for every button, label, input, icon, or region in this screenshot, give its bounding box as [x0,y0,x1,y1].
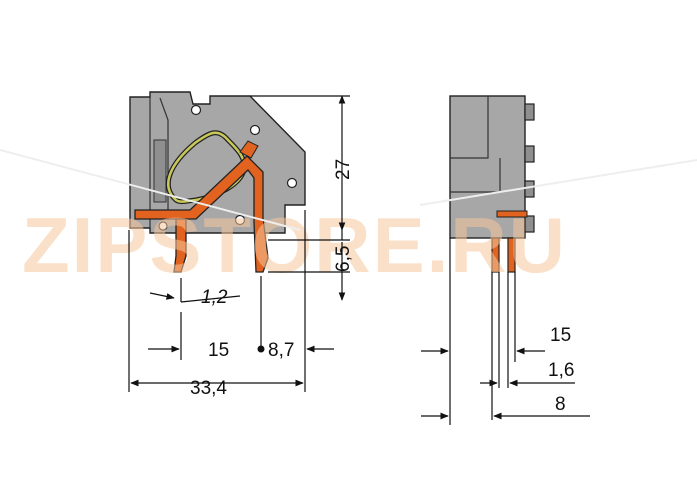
dim-depth: 8 [555,394,566,415]
dim-height-total: 27 [333,159,354,180]
dim-pin-width: 1,6 [548,360,574,381]
bump-3 [524,180,535,198]
dim-wire-gap: 1,2 [201,287,228,308]
contact-strip [496,210,528,218]
dim-pitch-right: 15 [550,325,571,346]
front-view [449,95,535,273]
bump-2 [524,145,535,163]
solder-pin-left [173,218,187,273]
dim-height-pins: 6,5 [333,246,354,272]
dim-pin-offset: 8,7 [268,340,294,361]
solder-pin-front-2 [507,237,516,273]
watermark-lines [0,149,697,231]
hole-4 [234,214,246,226]
bump-1 [524,103,535,121]
hole-3 [286,177,298,189]
solder-pin-front-1 [491,237,500,273]
pin-center-dot [257,345,265,353]
side-view [129,91,306,273]
hole-2 [249,124,261,136]
dim-pitch-left: 15 [208,340,229,361]
dimensions-right [421,238,590,425]
dimensions-left [128,95,350,392]
bump-4 [524,215,535,233]
front-partition [450,96,489,159]
hole-1 [190,104,202,116]
watermark: ZIPSTORE.RU [22,201,567,289]
clamp-window [153,139,167,203]
dim-width-total: 33,4 [190,378,227,399]
contact-bar [134,155,269,273]
hole-5 [158,221,168,231]
